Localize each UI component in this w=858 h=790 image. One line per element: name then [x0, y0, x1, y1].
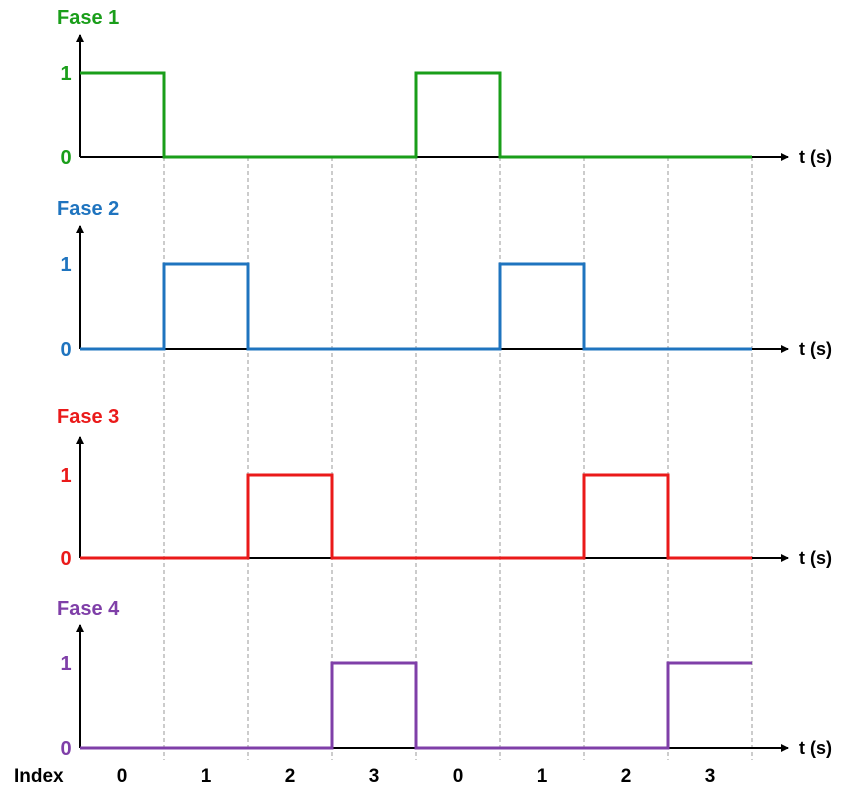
signals [80, 71, 752, 750]
x-axis-label: t (s) [799, 147, 832, 167]
series-label: Fase 2 [57, 198, 119, 220]
labels: Fase 1 1 0 t (s) Fase 2 1 0 t (s) Fase 3 1 0 t (s) F… [14, 7, 832, 787]
signal-line-1 [80, 71, 752, 159]
signal-line-4 [80, 661, 752, 750]
signal-line-2 [80, 262, 752, 351]
index-tick-label: 0 [453, 766, 464, 787]
index-tick-label: 1 [201, 766, 212, 787]
x-axis-label: t (s) [799, 339, 832, 359]
index-tick-label: 0 [117, 766, 128, 787]
index-tick-label: 3 [705, 766, 716, 787]
index-tick-label: 1 [537, 766, 548, 787]
y-tick-label: 1 [60, 465, 71, 487]
axes [76, 34, 789, 752]
y-tick-label: 0 [60, 147, 71, 169]
signal-line-3 [80, 473, 752, 560]
series-label: Fase 3 [57, 406, 119, 428]
y-tick-label: 1 [60, 254, 71, 276]
x-axis-label: t (s) [799, 548, 832, 568]
series-label: Fase 1 [57, 7, 119, 29]
index-tick-label: 3 [369, 766, 380, 787]
index-tick-label: 2 [285, 766, 296, 787]
x-axis-label: t (s) [799, 738, 832, 758]
y-tick-label: 0 [60, 738, 71, 760]
y-tick-label: 1 [60, 63, 71, 85]
grid-lines [163, 157, 753, 760]
y-tick-label: 0 [60, 548, 71, 570]
series-label: Fase 4 [57, 598, 120, 620]
y-tick-label: 1 [60, 653, 71, 675]
index-tick-label: 2 [621, 766, 632, 787]
index-label: Index [14, 766, 64, 787]
y-tick-label: 0 [60, 339, 71, 361]
